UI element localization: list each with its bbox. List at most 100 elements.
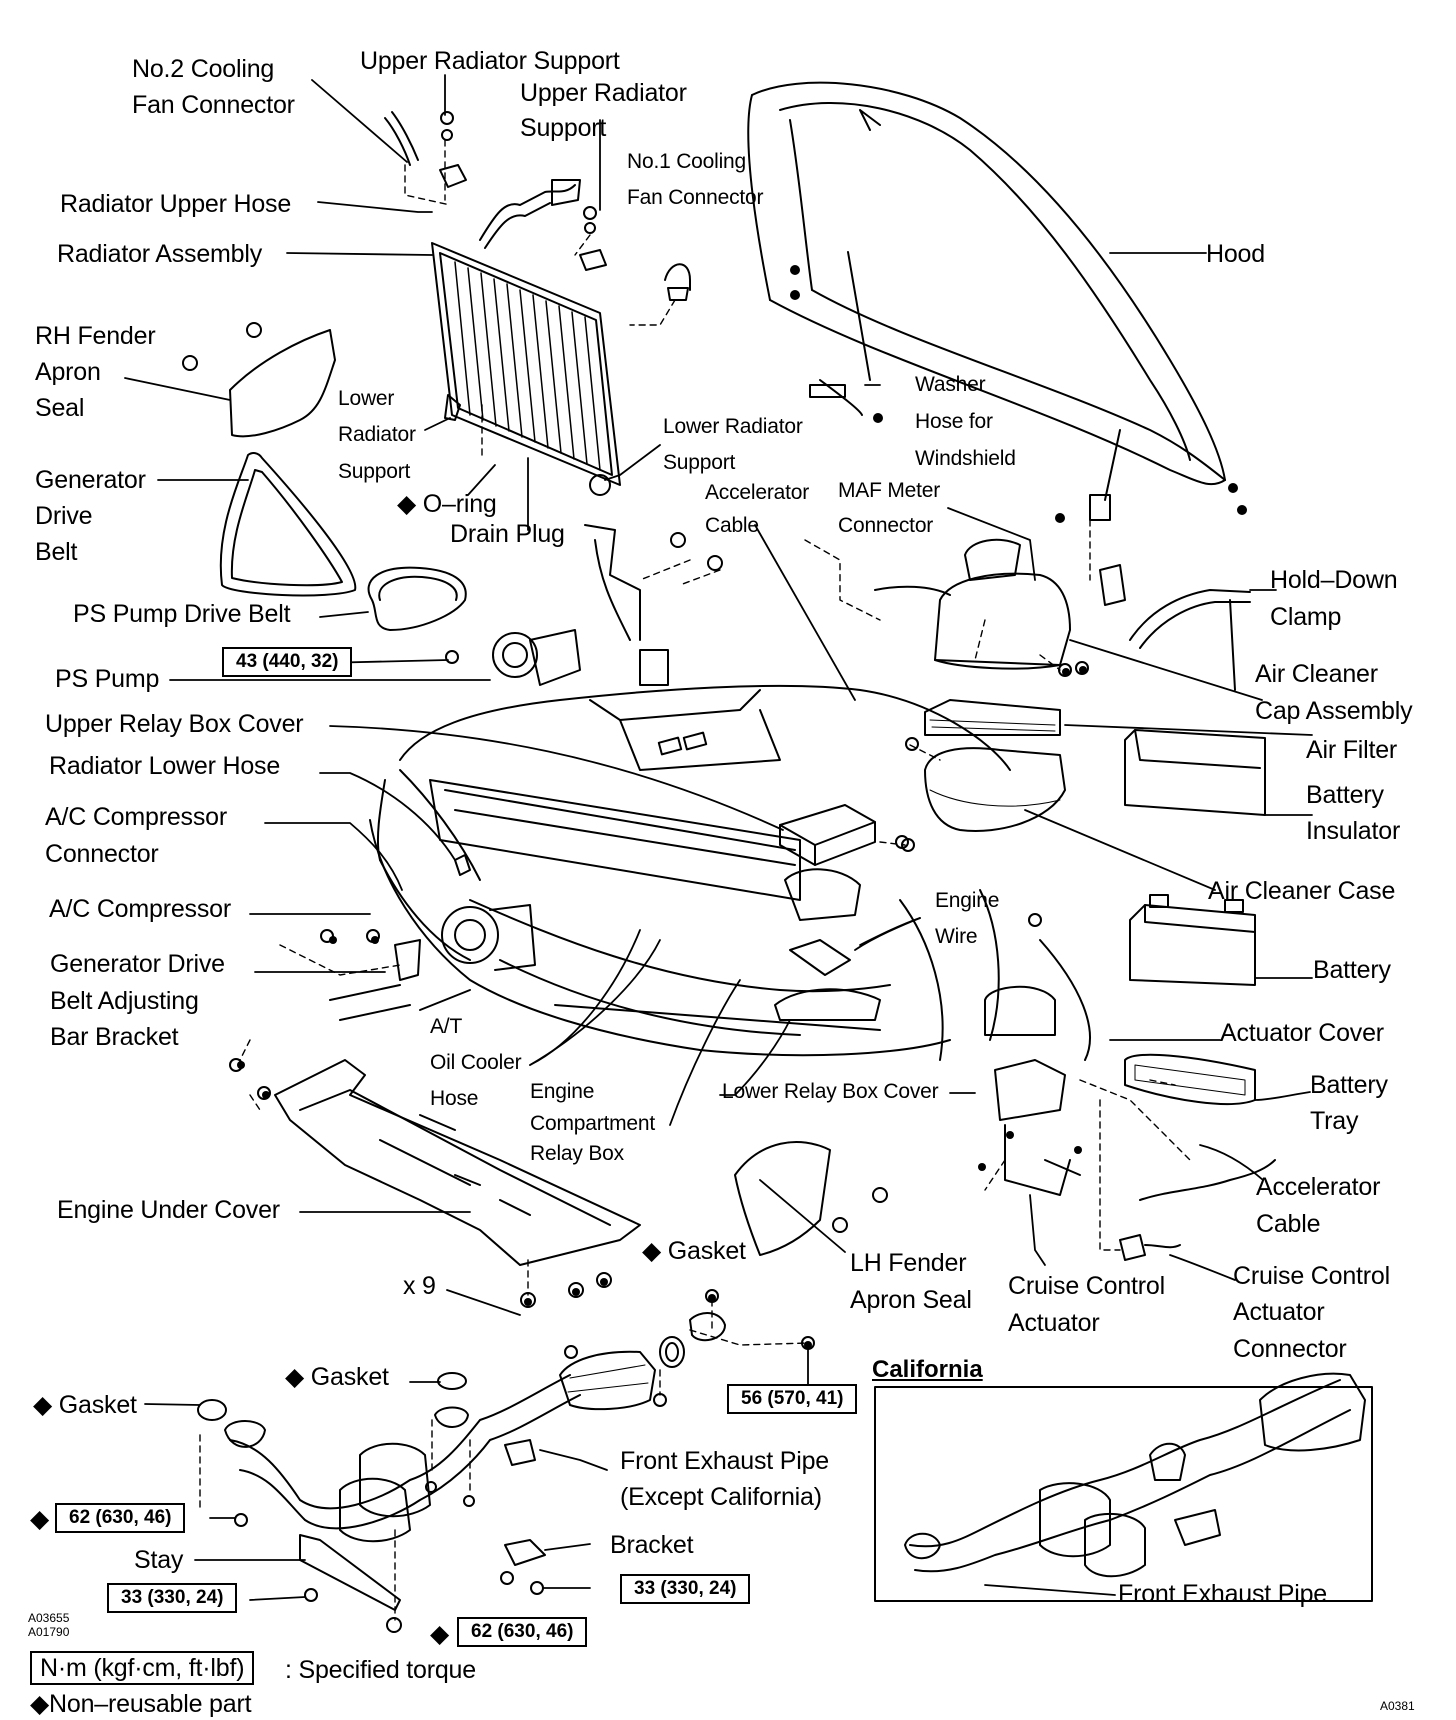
label-no1-fan-connector-2: Fan Connector: [627, 186, 764, 209]
label-cruise-actuator-2: Actuator: [1008, 1309, 1100, 1337]
label-air-cleaner-case: Air Cleaner Case: [1208, 877, 1396, 905]
label-battery-tray-2: Tray: [1310, 1107, 1359, 1135]
lh-fender-seal-drawing: [735, 1142, 830, 1255]
label-maf-meter-connector-1: MAF Meter: [838, 479, 941, 502]
label-lower-radiator-support-2: Radiator: [338, 423, 416, 446]
torque-33-right: 33 (330, 24): [620, 1574, 751, 1604]
hood-drawing: [748, 83, 1225, 520]
code-1: A03655: [28, 1611, 70, 1625]
label-actuator-cover: Actuator Cover: [1220, 1019, 1384, 1047]
ac-compressor-drawing: [321, 855, 535, 1020]
label-accelerator-cable-bottom-1: Accelerator: [1256, 1173, 1381, 1201]
accel-cable-drawing: [1040, 940, 1090, 1060]
label-generator-belt-1: Generator: [35, 466, 146, 494]
label-hold-down-clamp-1: Hold–Down: [1270, 566, 1398, 594]
label-ps-pump-drive-belt: PS Pump Drive Belt: [73, 600, 291, 628]
torque-56: 56 (570, 41): [727, 1384, 858, 1414]
stay-drawing: [300, 1535, 400, 1610]
label-air-cleaner-cap-2: Cap Assembly: [1255, 697, 1413, 725]
label-at-cooler-3: Hose: [430, 1087, 479, 1110]
ps-belt-drawing: [369, 568, 466, 630]
label-washer-hose-2: Hose for: [915, 410, 993, 433]
diamond-marker-bottom: ◆: [430, 1620, 450, 1648]
front-exhaust-pipe-drawing: [225, 1346, 666, 1541]
label-engine-under-cover: Engine Under Cover: [57, 1196, 280, 1224]
cruise-actuator-drawing: [985, 987, 1255, 1195]
torque-62-left: 62 (630, 46): [55, 1503, 186, 1533]
gasket-ring-drawing: [660, 1337, 684, 1367]
label-cruise-actuator-1: Cruise Control: [1008, 1272, 1165, 1300]
label-battery-insulator-1: Battery: [1306, 781, 1384, 809]
label-gasket-left: ◆ Gasket: [33, 1391, 137, 1419]
label-drain-plug: Drain Plug: [450, 520, 565, 548]
label-engine-wire-2: Wire: [935, 925, 978, 948]
label-battery-tray-1: Battery: [1310, 1071, 1388, 1099]
label-rh-fender-2: Apron: [35, 358, 101, 386]
rh-fender-seal-drawing: [230, 330, 335, 436]
label-accelerator-cable-bottom-2: Cable: [1256, 1210, 1321, 1238]
label-air-cleaner-cap-1: Air Cleaner: [1255, 660, 1378, 688]
generator-belt-drawing: [221, 453, 356, 595]
label-lh-fender-2: Apron Seal: [850, 1286, 972, 1314]
label-lh-fender-1: LH Fender: [850, 1249, 967, 1277]
label-at-cooler-1: A/T: [430, 1015, 463, 1038]
radiator-drawing: [432, 180, 620, 495]
legend-unit-box: N·m (kgf·cm, ft·lbf): [30, 1651, 255, 1685]
label-relay-box-3: Relay Box: [530, 1142, 624, 1165]
label-cruise-connector-2: Actuator: [1233, 1298, 1325, 1326]
bracket-drawing: [505, 1540, 545, 1565]
label-generator-bracket-2: Belt Adjusting: [50, 987, 199, 1015]
label-accelerator-cable-top-2: Cable: [705, 514, 759, 537]
label-o-ring: ◆ O–ring: [397, 490, 497, 518]
diamond-marker-left: ◆: [30, 1505, 50, 1533]
torque-ps-pump: 43 (440, 32): [222, 647, 353, 677]
label-bracket: Bracket: [610, 1531, 694, 1559]
label-stay: Stay: [134, 1546, 184, 1574]
label-ps-pump: PS Pump: [55, 665, 160, 693]
code-2: A01790: [28, 1625, 70, 1639]
label-generator-bracket-1: Generator Drive: [50, 950, 225, 978]
label-at-cooler-2: Oil Cooler: [430, 1051, 522, 1074]
ps-pump-drawing: [446, 525, 722, 685]
label-upper-radiator-support-a: Upper Radiator Support: [360, 47, 620, 75]
label-rh-fender-3: Seal: [35, 394, 85, 422]
legend-non-reusable: ◆Non–reusable part: [30, 1690, 252, 1718]
label-air-filter: Air Filter: [1306, 736, 1398, 764]
label-lower-radiator-support-1: Lower: [338, 387, 395, 410]
label-relay-box-1: Engine: [530, 1080, 595, 1103]
label-ac-compressor-connector-2: Connector: [45, 840, 159, 868]
label-lower-relay-box-cover: Lower Relay Box Cover: [722, 1080, 939, 1103]
label-radiator-upper-hose: Radiator Upper Hose: [60, 190, 292, 218]
label-generator-belt-2: Drive: [35, 502, 93, 530]
label-front-exhaust-pipe-1: Front Exhaust Pipe: [620, 1447, 830, 1475]
label-battery-insulator-2: Insulator: [1306, 817, 1401, 845]
air-cleaner-drawing: [875, 540, 1088, 848]
fan-connector-drawings: [385, 112, 690, 300]
label-lower-radiator-support-right-1: Lower Radiator: [663, 415, 803, 438]
label-ac-compressor: A/C Compressor: [49, 895, 231, 923]
label-gasket-mid: ◆ Gasket: [642, 1237, 746, 1265]
label-radiator-lower-hose: Radiator Lower Hose: [49, 752, 281, 780]
label-ac-compressor-connector-1: A/C Compressor: [45, 803, 227, 831]
label-hood: Hood: [1206, 240, 1265, 268]
label-upper-radiator-support-b1: Upper Radiator: [520, 79, 687, 107]
california-exhaust-drawing: [905, 1374, 1365, 1577]
label-no2-fan-connector-2: Fan Connector: [132, 91, 295, 119]
california-box: [875, 1387, 1372, 1601]
label-generator-bracket-3: Bar Bracket: [50, 1023, 179, 1051]
label-generator-belt-3: Belt: [35, 538, 78, 566]
relay-box-drawings: [775, 805, 1041, 1020]
label-x9: x 9: [403, 1272, 436, 1300]
label-lower-radiator-support-3: Support: [338, 460, 411, 483]
label-front-exhaust-pipe-california: Front Exhaust Pipe: [1118, 1580, 1328, 1608]
label-accelerator-cable-top-1: Accelerator: [705, 481, 810, 504]
label-radiator-assembly: Radiator Assembly: [57, 240, 263, 268]
label-engine-wire-1: Engine: [935, 889, 1000, 912]
dashed-lines: [200, 140, 1190, 1620]
label-battery: Battery: [1313, 956, 1391, 984]
label-rh-fender-1: RH Fender: [35, 322, 156, 350]
label-relay-box-2: Compartment: [530, 1112, 656, 1135]
torque-62-bottom: 62 (630, 46): [457, 1617, 588, 1647]
